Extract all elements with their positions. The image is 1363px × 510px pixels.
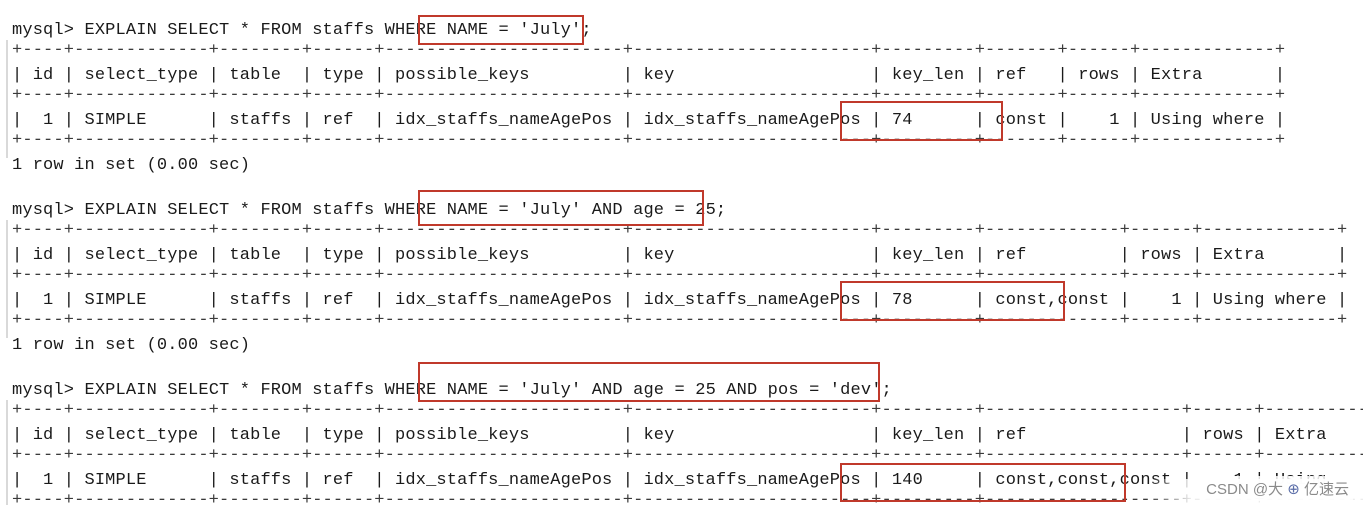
command-text: EXPLAIN SELECT * FROM staffs WHERE NAME … [84,21,592,40]
prompt: mysql> [12,21,85,40]
table-border-top: +----+-------------+--------+------+----… [12,41,1286,60]
command-line: mysql> EXPLAIN SELECT * FROM staffs WHER… [12,200,726,222]
table-row: | 1 | SIMPLE | staffs | ref | idx_staffs… [12,471,1327,490]
left-margin-bar [6,400,8,505]
command-line: mysql> EXPLAIN SELECT * FROM staffs WHER… [12,380,892,402]
table-border-bottom: +----+-------------+--------+------+----… [12,131,1286,150]
table-border-mid: +----+-------------+--------+------+----… [12,446,1363,465]
watermark-text: CSDN @大 [1206,481,1284,498]
command-text: EXPLAIN SELECT * FROM staffs WHERE NAME … [84,201,727,220]
left-margin-bar [6,40,8,158]
command-line: mysql> EXPLAIN SELECT * FROM staffs WHER… [12,20,592,42]
table-header-row: | id | select_type | table | type | poss… [12,426,1363,445]
brand-logo-icon: ⊕ [1287,481,1300,498]
table-header-row: | id | select_type | table | type | poss… [12,66,1286,85]
watermark: CSDN @大 ⊕ 亿速云 [1202,476,1353,501]
table-border-bottom: +----+-------------+--------+------+----… [12,491,1363,510]
table-border-top: +----+-------------+--------+------+----… [12,221,1348,240]
prompt: mysql> [12,381,85,400]
watermark-logo-text: 亿速云 [1303,481,1349,498]
table-border-mid: +----+-------------+--------+------+----… [12,266,1348,285]
table-border-mid: +----+-------------+--------+------+----… [12,86,1286,105]
table-row: | 1 | SIMPLE | staffs | ref | idx_staffs… [12,291,1348,310]
table-row: | 1 | SIMPLE | staffs | ref | idx_staffs… [12,111,1286,130]
prompt: mysql> [12,201,85,220]
command-text: EXPLAIN SELECT * FROM staffs WHERE NAME … [84,381,892,400]
result-status: 1 row in set (0.00 sec) [12,336,251,355]
table-header-row: | id | select_type | table | type | poss… [12,246,1348,265]
table-border-top: +----+-------------+--------+------+----… [12,401,1363,420]
result-status: 1 row in set (0.00 sec) [12,156,251,175]
table-border-bottom: +----+-------------+--------+------+----… [12,311,1348,330]
left-margin-bar [6,220,8,338]
